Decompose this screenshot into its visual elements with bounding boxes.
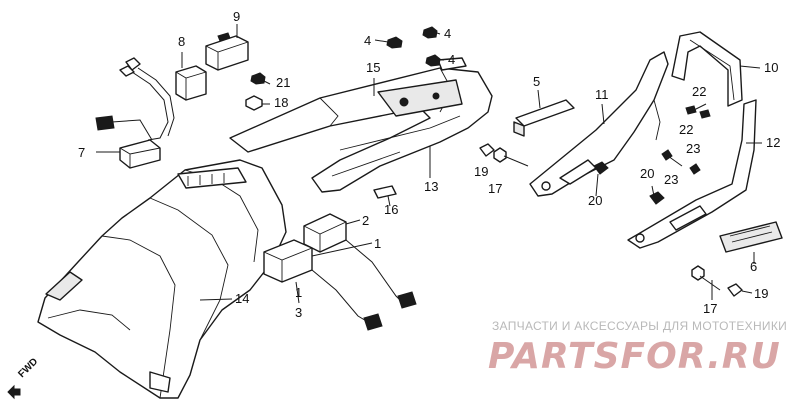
label-5: 5 (533, 74, 540, 89)
label-8: 8 (178, 34, 185, 49)
label-21: 21 (276, 75, 290, 90)
arrow-icon (7, 384, 21, 400)
part-22-bolts (685, 103, 711, 119)
part-11-grab-rail (529, 51, 669, 197)
part-20-nut-right (649, 191, 665, 205)
part-5-reflector (513, 99, 575, 137)
label-15: 15 (366, 60, 380, 75)
label-4-top: 4 (444, 26, 451, 41)
part-6-reflector (719, 221, 783, 253)
label-4-left: 4 (364, 33, 371, 48)
fwd-label: FWD (16, 356, 40, 380)
part-4-nuts (386, 26, 441, 67)
label-11: 11 (595, 87, 609, 102)
label-19-upper: 19 (474, 164, 488, 179)
label-13: 13 (424, 179, 438, 194)
label-17-upper: 17 (488, 181, 502, 196)
part-17-bolt-lower (691, 265, 721, 291)
label-7: 7 (78, 145, 85, 160)
part-19-cushion-upper (479, 143, 495, 157)
label-1-right: 1 (374, 236, 381, 251)
part-16-clip (373, 185, 397, 199)
part-20-nut-left (593, 161, 609, 175)
watermark-brand: PARTSFOR.RU (488, 336, 781, 377)
label-19-lower: 19 (754, 286, 768, 301)
part-8-relay (175, 65, 207, 101)
part-23-bolts (661, 149, 701, 175)
part-3-harness (311, 239, 417, 331)
label-17-lower: 17 (703, 301, 717, 316)
part-10-handle (671, 31, 743, 107)
callout-labels: 9 8 4 4 4 15 21 18 5 11 10 22 22 12 23 2… (78, 9, 780, 320)
forward-indicator: FWD (7, 356, 40, 400)
leader-lines (96, 24, 762, 304)
part-1-unit (263, 239, 313, 283)
label-23-upper: 23 (686, 141, 700, 156)
label-6: 6 (750, 259, 757, 274)
part-21-nut (250, 72, 266, 85)
label-23-lower: 23 (664, 172, 678, 187)
part-9-relay (205, 32, 249, 71)
part-19-cushion-lower (727, 283, 743, 297)
label-16: 16 (384, 202, 398, 217)
label-10: 10 (764, 60, 778, 75)
label-2: 2 (362, 213, 369, 228)
label-3: 3 (295, 305, 302, 320)
label-20-right: 20 (640, 166, 654, 181)
label-1-lower: 1 (295, 285, 302, 300)
part-18-collar (245, 95, 263, 111)
label-22-upper: 22 (692, 84, 706, 99)
label-14: 14 (235, 291, 249, 306)
seat-frame (229, 57, 493, 193)
rear-fender (37, 159, 287, 399)
part-12-grab-rail (627, 99, 757, 249)
label-12: 12 (766, 135, 780, 150)
label-9: 9 (233, 9, 240, 24)
label-4-right: 4 (448, 52, 455, 67)
part-2-unit (303, 213, 347, 253)
label-20-left: 20 (588, 193, 602, 208)
label-18: 18 (274, 95, 288, 110)
part-17-bolt-upper (493, 147, 529, 167)
part-7-harness (95, 57, 175, 169)
watermark-caption: ЗАПЧАСТИ И АКСЕССУАРЫ ДЛЯ МОТОТЕХНИКИ (492, 319, 787, 333)
label-22-lower: 22 (679, 122, 693, 137)
